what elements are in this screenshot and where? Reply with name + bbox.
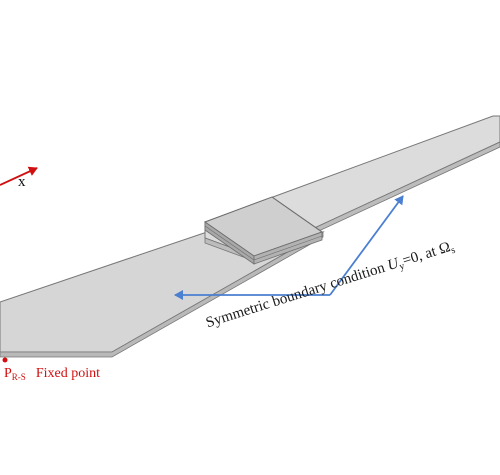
reference-point-sub: R-S [11,372,26,382]
lower-adherend [0,231,325,358]
symmetry-callout-lines [174,195,404,300]
x-axis-arrow [0,166,38,186]
x-axis-label: x [18,174,26,190]
overlap-region [203,196,324,265]
reference-point-letter: P [4,366,12,381]
fixed-point-label: PR-S Fixed point [4,366,100,382]
fixed-point-text: Fixed point [35,366,100,381]
fixed-point-marker [2,357,8,363]
reference-point-label: PR-S [4,366,26,382]
